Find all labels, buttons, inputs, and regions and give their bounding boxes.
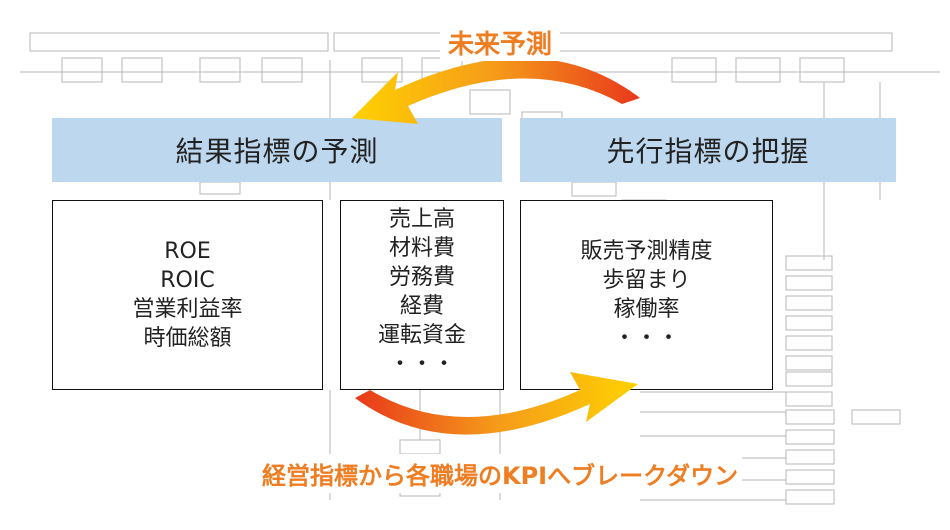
leading-indicator-header-label: 先行指標の把握 [606,135,810,168]
list-item: 営業利益率 [132,297,243,322]
list-item: 時価総額 [143,326,232,351]
cost-item-box: 売上高 材料費 労務費 経費 運転資金 ・・・ [340,200,504,390]
list-item: 材料費 [388,236,455,261]
list-item: ROE [164,239,211,264]
list-item: 売上高 [388,207,455,232]
list-item: 経費 [399,294,444,319]
list-item: ROIC [160,268,215,293]
result-indicator-header: 結果指標の予測 [52,118,502,182]
result-indicator-header-label: 結果指標の予測 [175,135,379,168]
forecast-caption: 未来予測 [440,24,561,61]
breakdown-caption: 経営指標から各職場のKPIへブレークダウン [258,454,743,493]
leading-indicator-header: 先行指標の把握 [520,118,896,182]
list-item: 労務費 [388,265,455,290]
list-item: 販売予測精度 [580,239,713,264]
list-item: ・・・ [388,352,455,377]
breakdown-arrow [355,372,638,435]
forecast-arrow [352,57,640,125]
leading-indicator-box: 販売予測精度 歩留まり 稼働率 ・・・ [520,200,773,390]
list-item: 稼働率 [613,297,680,322]
list-item: 歩留まり [602,268,691,293]
list-item: ・・・ [613,326,680,351]
result-indicator-box: ROE ROIC 営業利益率 時価総額 [52,200,323,390]
list-item: 運転資金 [377,323,466,348]
